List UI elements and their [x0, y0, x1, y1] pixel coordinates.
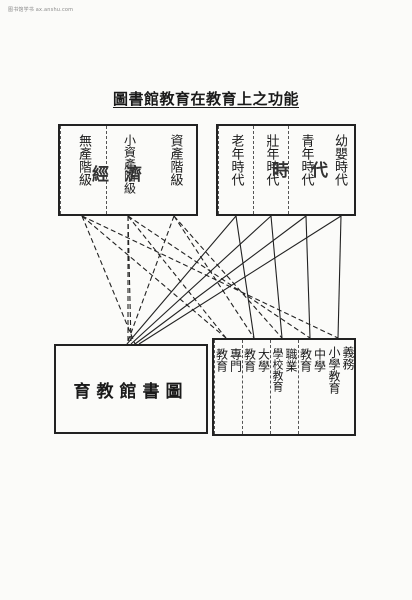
solid-old-to-university [235, 215, 255, 339]
label-infancy: 幼嬰時代 [332, 134, 347, 186]
overlay-economic: 經濟 [92, 165, 158, 185]
label-university-education: 教育 [242, 348, 257, 372]
cell-bourgeoisie: 資產階級 [152, 126, 198, 214]
label-vocational: 職業 [284, 348, 298, 372]
dashed-petty-to-secondary [127, 215, 311, 339]
dashed-prole-to-compulsory [81, 215, 339, 339]
cell-proletariat: 無產階級 [60, 126, 106, 214]
label-youth: 青年時代 [298, 134, 314, 186]
dashed-bourg-to-university [173, 215, 255, 339]
dashed-petty-to-specialized [127, 215, 227, 339]
solid-age-2-to-library [130, 215, 272, 345]
label-secondary: 中學 [312, 348, 327, 372]
label-vocational-education: 學校教育 [271, 348, 284, 392]
education-types-box: 義務 小學教育 中學 教育 職業 學校教育 大學 教育 專門 教育 [212, 338, 356, 436]
label-university: 大學 [256, 348, 271, 372]
solid-age-0-to-library [138, 215, 342, 345]
economic-class-box: 資產階級 小資產階級 無產階級 經濟 [58, 124, 198, 216]
library-education-box: 育教館書圖 [54, 344, 208, 434]
cell-petty-bourgeoisie: 小資產階級 [106, 126, 152, 214]
cell-vocational: 職業 學校教育 [270, 340, 298, 434]
label-specialized: 專門 [228, 348, 243, 372]
cell-old-age: 老年時代 [218, 126, 253, 214]
label-compulsory: 義務 [341, 346, 355, 370]
dashed-eco-2-to-library [81, 215, 136, 345]
solid-adult-to-vocational [270, 215, 283, 339]
label-old-age: 老年時代 [228, 134, 244, 186]
cell-infancy: 幼嬰時代 [323, 126, 356, 214]
label-petty-bourgeoisie: 小資產階級 [122, 134, 137, 194]
dashed-eco-1-to-library [127, 215, 132, 345]
label-primary-education: 小學教育 [327, 346, 341, 394]
solid-age-1-to-library [134, 215, 307, 345]
label-bourgeoisie: 資產階級 [167, 134, 183, 186]
cell-youth: 青年時代 [288, 126, 323, 214]
watermark-text: 图书馆学书 ax.anshu.com [8, 7, 74, 13]
cell-compulsory-primary: 義務 小學教育 [326, 340, 356, 434]
dashed-bourg-to-vocational [173, 215, 283, 339]
solid-age-3-to-library [126, 215, 237, 345]
age-group-box: 幼嬰時代 青年時代 壯年時代 老年時代 時代 [216, 124, 356, 216]
cell-secondary: 中學 教育 [298, 340, 327, 434]
label-proletariat: 無產階級 [76, 134, 91, 186]
solid-youth-to-secondary [305, 215, 311, 339]
cell-specialized: 專門 教育 [214, 340, 243, 434]
cell-university: 大學 教育 [242, 340, 271, 434]
library-education-label: 育教館書圖 [73, 381, 189, 402]
overlay-age: 時代 [272, 161, 350, 181]
page-title: 圖書館教育在教育上之功能 [112, 90, 299, 108]
label-specialized-education: 教育 [214, 348, 229, 372]
cell-adulthood: 壯年時代 [253, 126, 288, 214]
solid-infancy-to-compulsory [337, 215, 342, 339]
dashed-eco-0-to-library [126, 215, 175, 345]
label-secondary-education: 教育 [298, 348, 313, 372]
label-adulthood: 壯年時代 [263, 134, 279, 186]
